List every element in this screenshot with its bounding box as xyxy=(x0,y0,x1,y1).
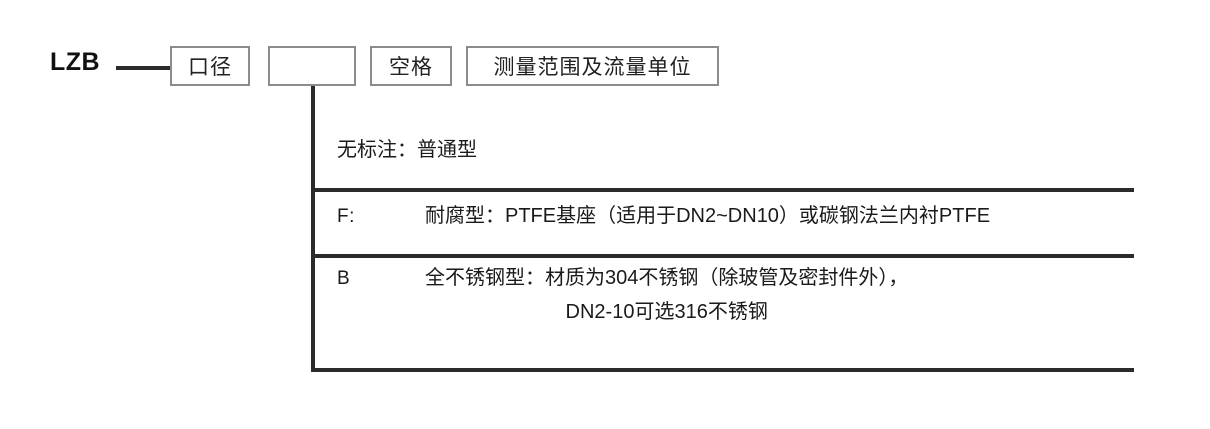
bracket-divider-1 xyxy=(311,188,1134,192)
description-text-plain: 无标注：普通型 xyxy=(337,139,477,161)
description-text-stainless-line2: DN2-10可选316不锈钢 xyxy=(565,301,768,323)
row-key-corrosion: F: xyxy=(337,206,355,227)
prefix-connector-line xyxy=(116,66,171,70)
code-box-caliber: 口径 xyxy=(170,46,250,86)
code-box-space: 空格 xyxy=(370,46,452,86)
description-text-stainless: 全不锈钢型：材质为304不锈钢（除玻管及密封件外）， DN2-10可选316不锈… xyxy=(425,268,908,322)
description-text-stainless-line1: 全不锈钢型：材质为304不锈钢（除玻管及密封件外）， xyxy=(425,267,909,289)
description-text-corrosion: 耐腐型：PTFE基座（适用于DN2~DN10）或碳钢法兰内衬PTFE xyxy=(425,205,991,227)
bracket-vertical-line xyxy=(311,86,315,372)
code-box-type xyxy=(268,46,356,86)
code-box-range-unit: 测量范围及流量单位 xyxy=(466,46,719,86)
row-key-stainless: B xyxy=(337,268,351,289)
model-prefix-label: LZB xyxy=(50,48,101,76)
bracket-divider-3 xyxy=(311,368,1134,372)
bracket-divider-2 xyxy=(311,254,1134,258)
